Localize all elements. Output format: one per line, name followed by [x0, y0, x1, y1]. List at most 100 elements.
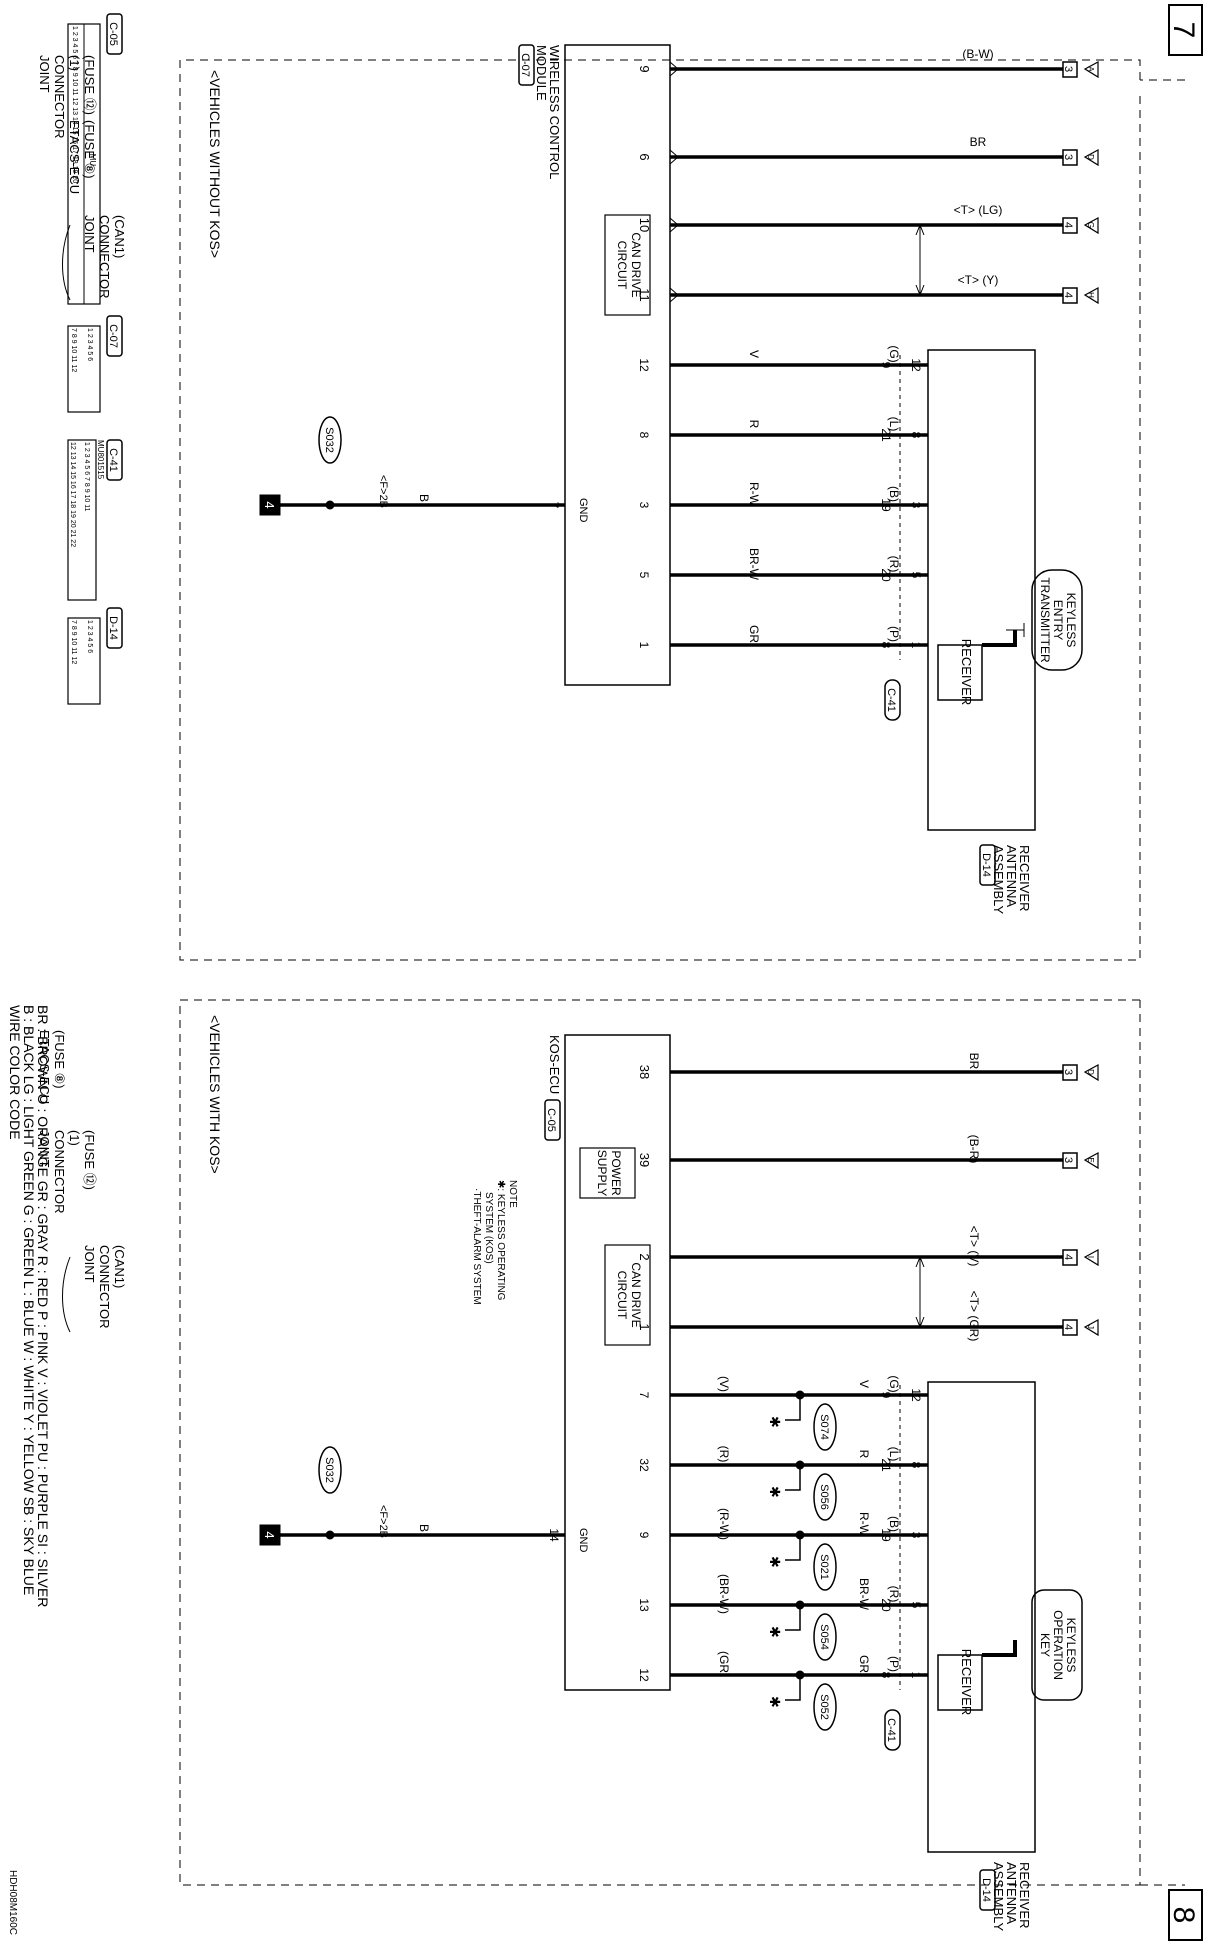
wire-color-code-line1: B : BLACK LG : LIGHT GREEN G : GREEN L :…: [21, 1005, 37, 1595]
bottom-receiver-label: RECEIVER: [959, 1649, 974, 1715]
top-rx-color-l: (L): [887, 417, 901, 432]
top-can-drive-box: [604, 214, 651, 316]
bot-power-l1: POWER: [609, 1150, 623, 1196]
bot-wire-color-v: V: [857, 1380, 871, 1388]
bot-src2-l1: JOINT: [37, 1130, 52, 1168]
conn-view-c07-body: [67, 325, 101, 413]
bot-key-1: KEYLESS: [1064, 1618, 1078, 1673]
top-receiver-label: RECEIVER: [959, 639, 974, 705]
bot-note-title: NOTE: [507, 1180, 518, 1208]
connector-views: C-05 MU C-07 C-41 MU801515 D-14: [67, 13, 123, 705]
top-pin-11: 11: [637, 288, 652, 302]
top-wire1-color: (B-W): [962, 47, 993, 61]
bot-wire3-color: <T> (V): [967, 1226, 981, 1267]
conn-view-c41-body: [67, 439, 97, 601]
top-conn4-pin: H: [1086, 292, 1095, 298]
top-conn1-pin: A: [1086, 66, 1095, 72]
bot-rx-pin-1: 1: [909, 1672, 923, 1679]
top-src3-l2: CONNECTOR: [97, 215, 112, 299]
top-rx-color-p: (P): [887, 626, 901, 642]
bot-rx-pin-3: 3: [909, 1532, 923, 1539]
top-c41-pin-19: 19: [879, 498, 893, 512]
bot-splice-s056: S056: [818, 1484, 830, 1510]
bottom-gnd-label: GND: [577, 1528, 589, 1553]
top-wire-arrows: [669, 61, 679, 303]
page-number-top: 7: [1167, 22, 1200, 39]
top-c41-pin-21: 21: [879, 428, 893, 442]
bot-wire-color-brw: BR-W: [857, 1578, 871, 1611]
top-power-wires: [670, 67, 1063, 297]
bot-pin-1: 1: [637, 1323, 652, 1330]
top-d14-tag-label: D-14: [980, 853, 992, 877]
svg-text:✱: ✱: [767, 1696, 783, 1708]
bottom-gnd-location: <F>2B: [377, 1505, 389, 1538]
bot-src3-l2: CONNECTOR: [97, 1245, 112, 1329]
top-src2-l2: (FUSE ⑧): [82, 120, 97, 179]
bot-pin-38: 38: [637, 1065, 652, 1079]
bot-conn4-pin: J: [1086, 1325, 1095, 1329]
top-ground-number: 4: [262, 501, 277, 508]
bot-wire4-color: <T> (GR): [967, 1291, 981, 1342]
top-c41-pin-9: 9: [879, 362, 893, 369]
bot-c05-tag-label: C-05: [545, 1108, 557, 1132]
bot-wire-color-rw: R-W: [857, 1512, 871, 1537]
top-transmitter-label: KEYLESS ENTRY TRANSMITTER: [1038, 577, 1078, 663]
top-c07-tag-label: C-07: [519, 53, 531, 77]
bot-src3-l3: (CAN1): [112, 1245, 127, 1288]
bot-can-drive-l2: CIRCUIT: [615, 1271, 629, 1320]
top-tx-1: KEYLESS: [1064, 593, 1078, 648]
page-number-box-top: [1168, 4, 1203, 56]
bottom-splice-labels: S074 S056 S021 S054 S052: [818, 1414, 830, 1720]
bot-rx-asm-2: ANTENNA: [1004, 1862, 1019, 1924]
bot-rx-asm-1: RECEIVER: [1017, 1862, 1032, 1928]
bot-conn2-pin: E: [1086, 1157, 1095, 1162]
conn-c07-row1: 1 2 3 4 5 6: [86, 328, 93, 361]
bot-src2-l2: CONNECTOR: [52, 1130, 67, 1214]
conn-view-c05-mu: MU: [88, 154, 97, 167]
bot-note-3: ·THEFT-ALARM SYSTEM: [471, 1188, 482, 1305]
top-ecu-pin-3: 3: [637, 502, 651, 509]
svg-text:✱: ✱: [767, 1416, 783, 1428]
bot-splice-s074: S074: [818, 1414, 830, 1440]
bottom-source-connectors: [1062, 1063, 1099, 1337]
bot-rx-color-b: (B): [887, 1516, 901, 1532]
bot-module-l1: KOS-ECU: [547, 1035, 562, 1094]
bot-rx-pin-12: 12: [909, 1388, 923, 1402]
top-conn1-terminal: 3: [1062, 66, 1074, 72]
top-rx-asm-3: ASSEMBLY: [991, 845, 1006, 914]
bot-ecu-pin-12: 12: [637, 1668, 651, 1682]
bottom-receiver-assembly-label: RECEIVER ANTENNA ASSEMBLY: [991, 1862, 1032, 1931]
bot-src2-l4: (FUSE ⑫): [82, 1130, 97, 1190]
bot-rx-color-p: (P): [887, 1656, 901, 1672]
top-module-l1: WIRELESS CONTROL: [547, 45, 562, 179]
bottom-splice-stars: ✱✱✱✱✱: [767, 1416, 783, 1708]
bottom-source-terminals: 3 3 4 4: [1062, 1069, 1074, 1330]
conn-view-c07-label: C-07: [107, 324, 119, 348]
top-gnd-wire: B: [417, 494, 431, 502]
top-gnd-pin: 7: [547, 502, 561, 509]
bottom-c05-tag: [544, 1099, 561, 1141]
bot-note-2: SYSTEM (KOS): [483, 1192, 494, 1264]
bot-wire2-color: (B-R): [967, 1135, 981, 1164]
top-src1-l3: (1): [67, 55, 82, 71]
bot-ecu-pin-13: 13: [637, 1598, 651, 1612]
bottom-gnd-pin: 14: [547, 1528, 561, 1542]
connector-pin-rows: 1 2 3 4 5 6 7 8 9 10 11 12 13 14 15 16 1…: [69, 26, 93, 664]
top-pin-6: 6: [637, 153, 652, 160]
bot-wire-color-gr: GR: [857, 1655, 871, 1673]
conn-view-c05-label: C-05: [107, 22, 119, 46]
top-rx-asm-2: ANTENNA: [1004, 845, 1019, 907]
top-conn4-terminal: 4: [1062, 292, 1074, 298]
bottom-splice-branches: [785, 1395, 801, 1701]
top-d14-tag: [979, 844, 996, 886]
bot-conn3-terminal: 4: [1062, 1254, 1074, 1260]
top-tx-2: ENTRY: [1051, 600, 1065, 640]
conn-c41-row1: 1 2 3 4 5 6 7 8 9 10 11: [83, 442, 90, 512]
bot-c41-pin-19: 19: [879, 1528, 893, 1542]
top-gnd-label: GND: [577, 498, 589, 523]
top-conn3-pin: G: [1086, 222, 1095, 228]
bot-rx-pin-5: 5: [909, 1602, 923, 1609]
top-receiver-wires: [670, 363, 928, 647]
bot-wire1-color: BR: [967, 1053, 981, 1070]
